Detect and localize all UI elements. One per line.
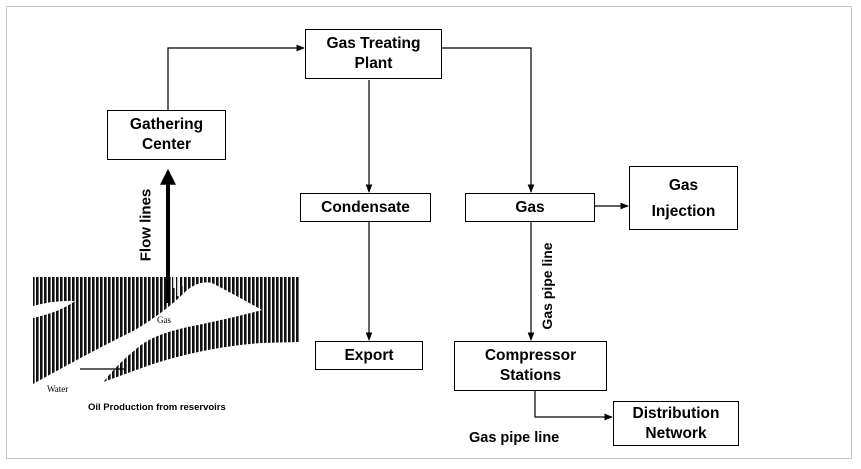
arrow-gathering-to-treating [167,44,305,110]
distribution-network-box: Distribution Network [613,401,739,446]
gas-pipe-line-vertical-label: Gas pipe line [539,242,555,330]
arrow-treating-to-gas [441,47,535,193]
compressor-stations-box: Compressor Stations [454,341,607,391]
reservoir-caption: Oil Production from reservoirs [88,402,226,413]
figure-frame [6,6,852,459]
condensate-box: Condensate [300,193,431,222]
reservoir-gas-label: Gas [157,315,171,325]
arrow-compressor-to-distribution [534,391,613,421]
gas-box: Gas [465,193,595,222]
flow-lines-label: Flow lines [137,188,155,262]
gathering-center-box: Gathering Center [107,110,226,160]
export-box: Export [315,341,423,370]
gas-injection-box: Gas Injection [629,166,738,230]
reservoir-water-label: Water [47,384,68,394]
gas-pipe-line-bottom-label: Gas pipe line [469,430,560,446]
gas-treating-plant-box: Gas Treating Plant [305,29,442,79]
